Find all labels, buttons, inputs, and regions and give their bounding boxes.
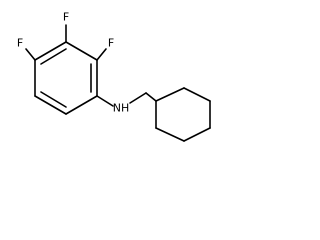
bond-ring-c2-c3 — [65, 41, 98, 61]
atom-f-left: F — [17, 37, 23, 50]
benzene-ring — [34, 41, 98, 115]
bond-ch2-cy1 — [145, 92, 157, 102]
cyclohexane-ring — [155, 87, 211, 142]
atom-nh: NH — [113, 102, 130, 115]
bond-c1-n — [96, 95, 114, 107]
bond-cy-5-6 — [155, 127, 185, 142]
bond-c4-f-left — [25, 48, 36, 61]
structure-diagram: F F F NH — [17, 11, 211, 142]
bond-cy-1-2 — [155, 87, 185, 102]
atom-labels: F F F NH — [17, 11, 129, 115]
bond-ring-c6-c1 — [65, 95, 98, 115]
bond-ring-double-3 — [40, 91, 67, 108]
bond-n-ch2 — [129, 92, 147, 104]
bond-cy-2-3 — [183, 87, 211, 102]
bond-ring-c5-c6 — [34, 95, 67, 115]
atom-f-right: F — [108, 37, 114, 50]
atom-f-top: F — [63, 11, 69, 24]
bond-ring-double-2 — [40, 48, 67, 65]
bond-ring-c3-c4 — [34, 41, 67, 61]
bond-cy-4-5 — [183, 127, 211, 142]
bond-c2-f-right — [96, 48, 107, 61]
substituent-bonds — [25, 24, 157, 107]
